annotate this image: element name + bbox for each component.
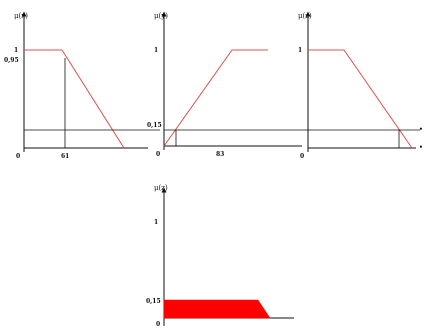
panel-mu-z-membership-line (308, 49, 413, 149)
result-title: μ(z) (154, 184, 168, 192)
panel-mu-y-tick-one: 1 (154, 47, 158, 54)
panel-mu-y-x-tick-label: 83 (216, 151, 224, 158)
panel-mu-x-tick-one: 1 (14, 47, 18, 54)
panel-mu-y-tick-mid: 0,15 (147, 122, 162, 129)
result-clipped-area (163, 299, 271, 319)
result-tick-zero: 0 (156, 321, 160, 328)
panel-mu-y-tick-zero: 0 (156, 151, 160, 158)
panel-mu-y: μ(y) 1 0,15 0 83 (147, 11, 302, 158)
panel-mu-z-tick-one: 1 (298, 47, 302, 54)
result-tick-one: 1 (154, 219, 158, 226)
panel-mu-x-tick-zero: 0 (16, 153, 20, 160)
panel-mu-x-x-tick-label: 61 (61, 153, 69, 160)
panel-mu-z-edge-mark-bottom: • (419, 144, 423, 151)
panel-mu-z-tick-zero: 0 (300, 153, 304, 160)
panel-mu-z-edge-mark-top: • (419, 126, 423, 133)
result-tick-mid: 0,15 (146, 298, 161, 305)
panel-mu-y-membership-line (163, 49, 268, 147)
panel-mu-z-title: μ(z) (298, 12, 312, 20)
result-panel: μ(z) 1 0,15 0 (146, 184, 294, 328)
panel-mu-x-tick-mid: 0,95 (4, 57, 19, 64)
panel-mu-y-title: μ(y) (154, 12, 168, 20)
panel-mu-x-title: μ(x) (14, 12, 28, 20)
panel-mu-z: μ(z) 1 0 (298, 11, 420, 160)
panel-mu-x-membership-line (24, 49, 125, 149)
panel-mu-x: μ(x) 1 0,95 0 61 (4, 11, 160, 160)
